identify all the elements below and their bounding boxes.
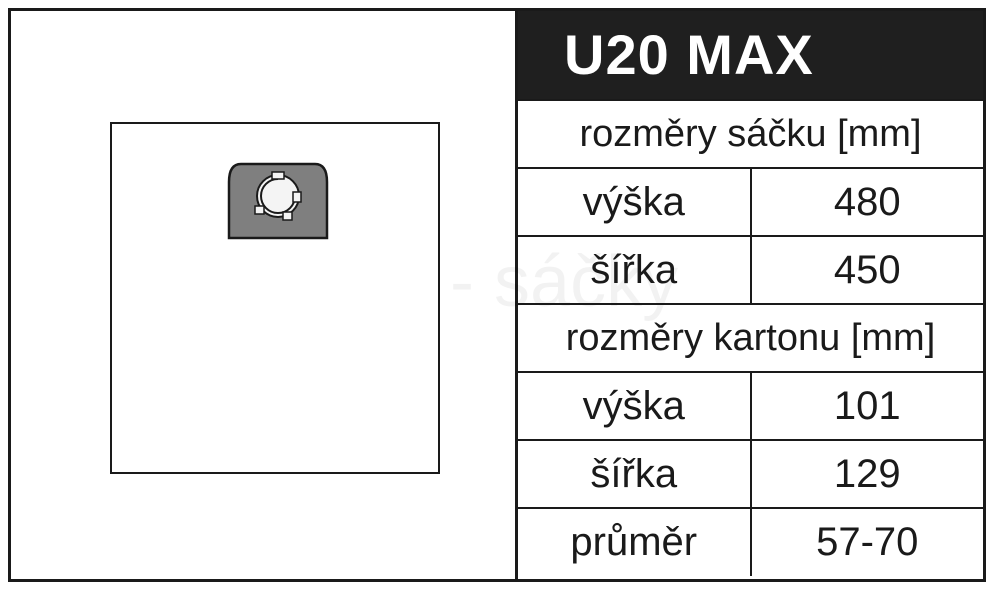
bag-width-label: šířka (518, 235, 751, 304)
product-card: Jolly - sáčky U20 MAX rozměry sáčku [mm]… (8, 8, 986, 582)
dimensions-table: rozměry sáčku [mm] výška 480 šířka 450 r… (518, 99, 983, 576)
carton-width-value: 129 (749, 439, 983, 508)
carton-diameter-value: 57-70 (749, 507, 983, 576)
bag-dimensions-heading: rozměry sáčku [mm] (518, 99, 983, 168)
table-row: průměr 57-70 (518, 507, 983, 576)
bag-height-value: 480 (749, 167, 983, 236)
table-row: výška 101 (518, 371, 983, 440)
carton-dimensions-heading: rozměry kartonu [mm] (518, 303, 983, 372)
carton-width-label: šířka (518, 439, 751, 508)
carton-diameter-label: průměr (518, 507, 751, 576)
vacuum-bag-illustration (110, 122, 440, 474)
table-row: rozměry kartonu [mm] (518, 303, 983, 372)
carton-height-label: výška (518, 371, 751, 440)
product-image-panel: Jolly - sáčky (11, 11, 678, 579)
table-row: šířka 450 (518, 235, 983, 304)
table-row: šířka 129 (518, 439, 983, 508)
table-row: rozměry sáčku [mm] (518, 99, 983, 168)
bag-collar-icon (227, 162, 329, 240)
specifications-panel: U20 MAX rozměry sáčku [mm] výška 480 šíř… (518, 11, 983, 579)
bag-height-label: výška (518, 167, 751, 236)
carton-height-value: 101 (749, 371, 983, 440)
bag-width-value: 450 (749, 235, 983, 304)
table-row: výška 480 (518, 167, 983, 236)
product-title: U20 MAX (518, 11, 983, 99)
